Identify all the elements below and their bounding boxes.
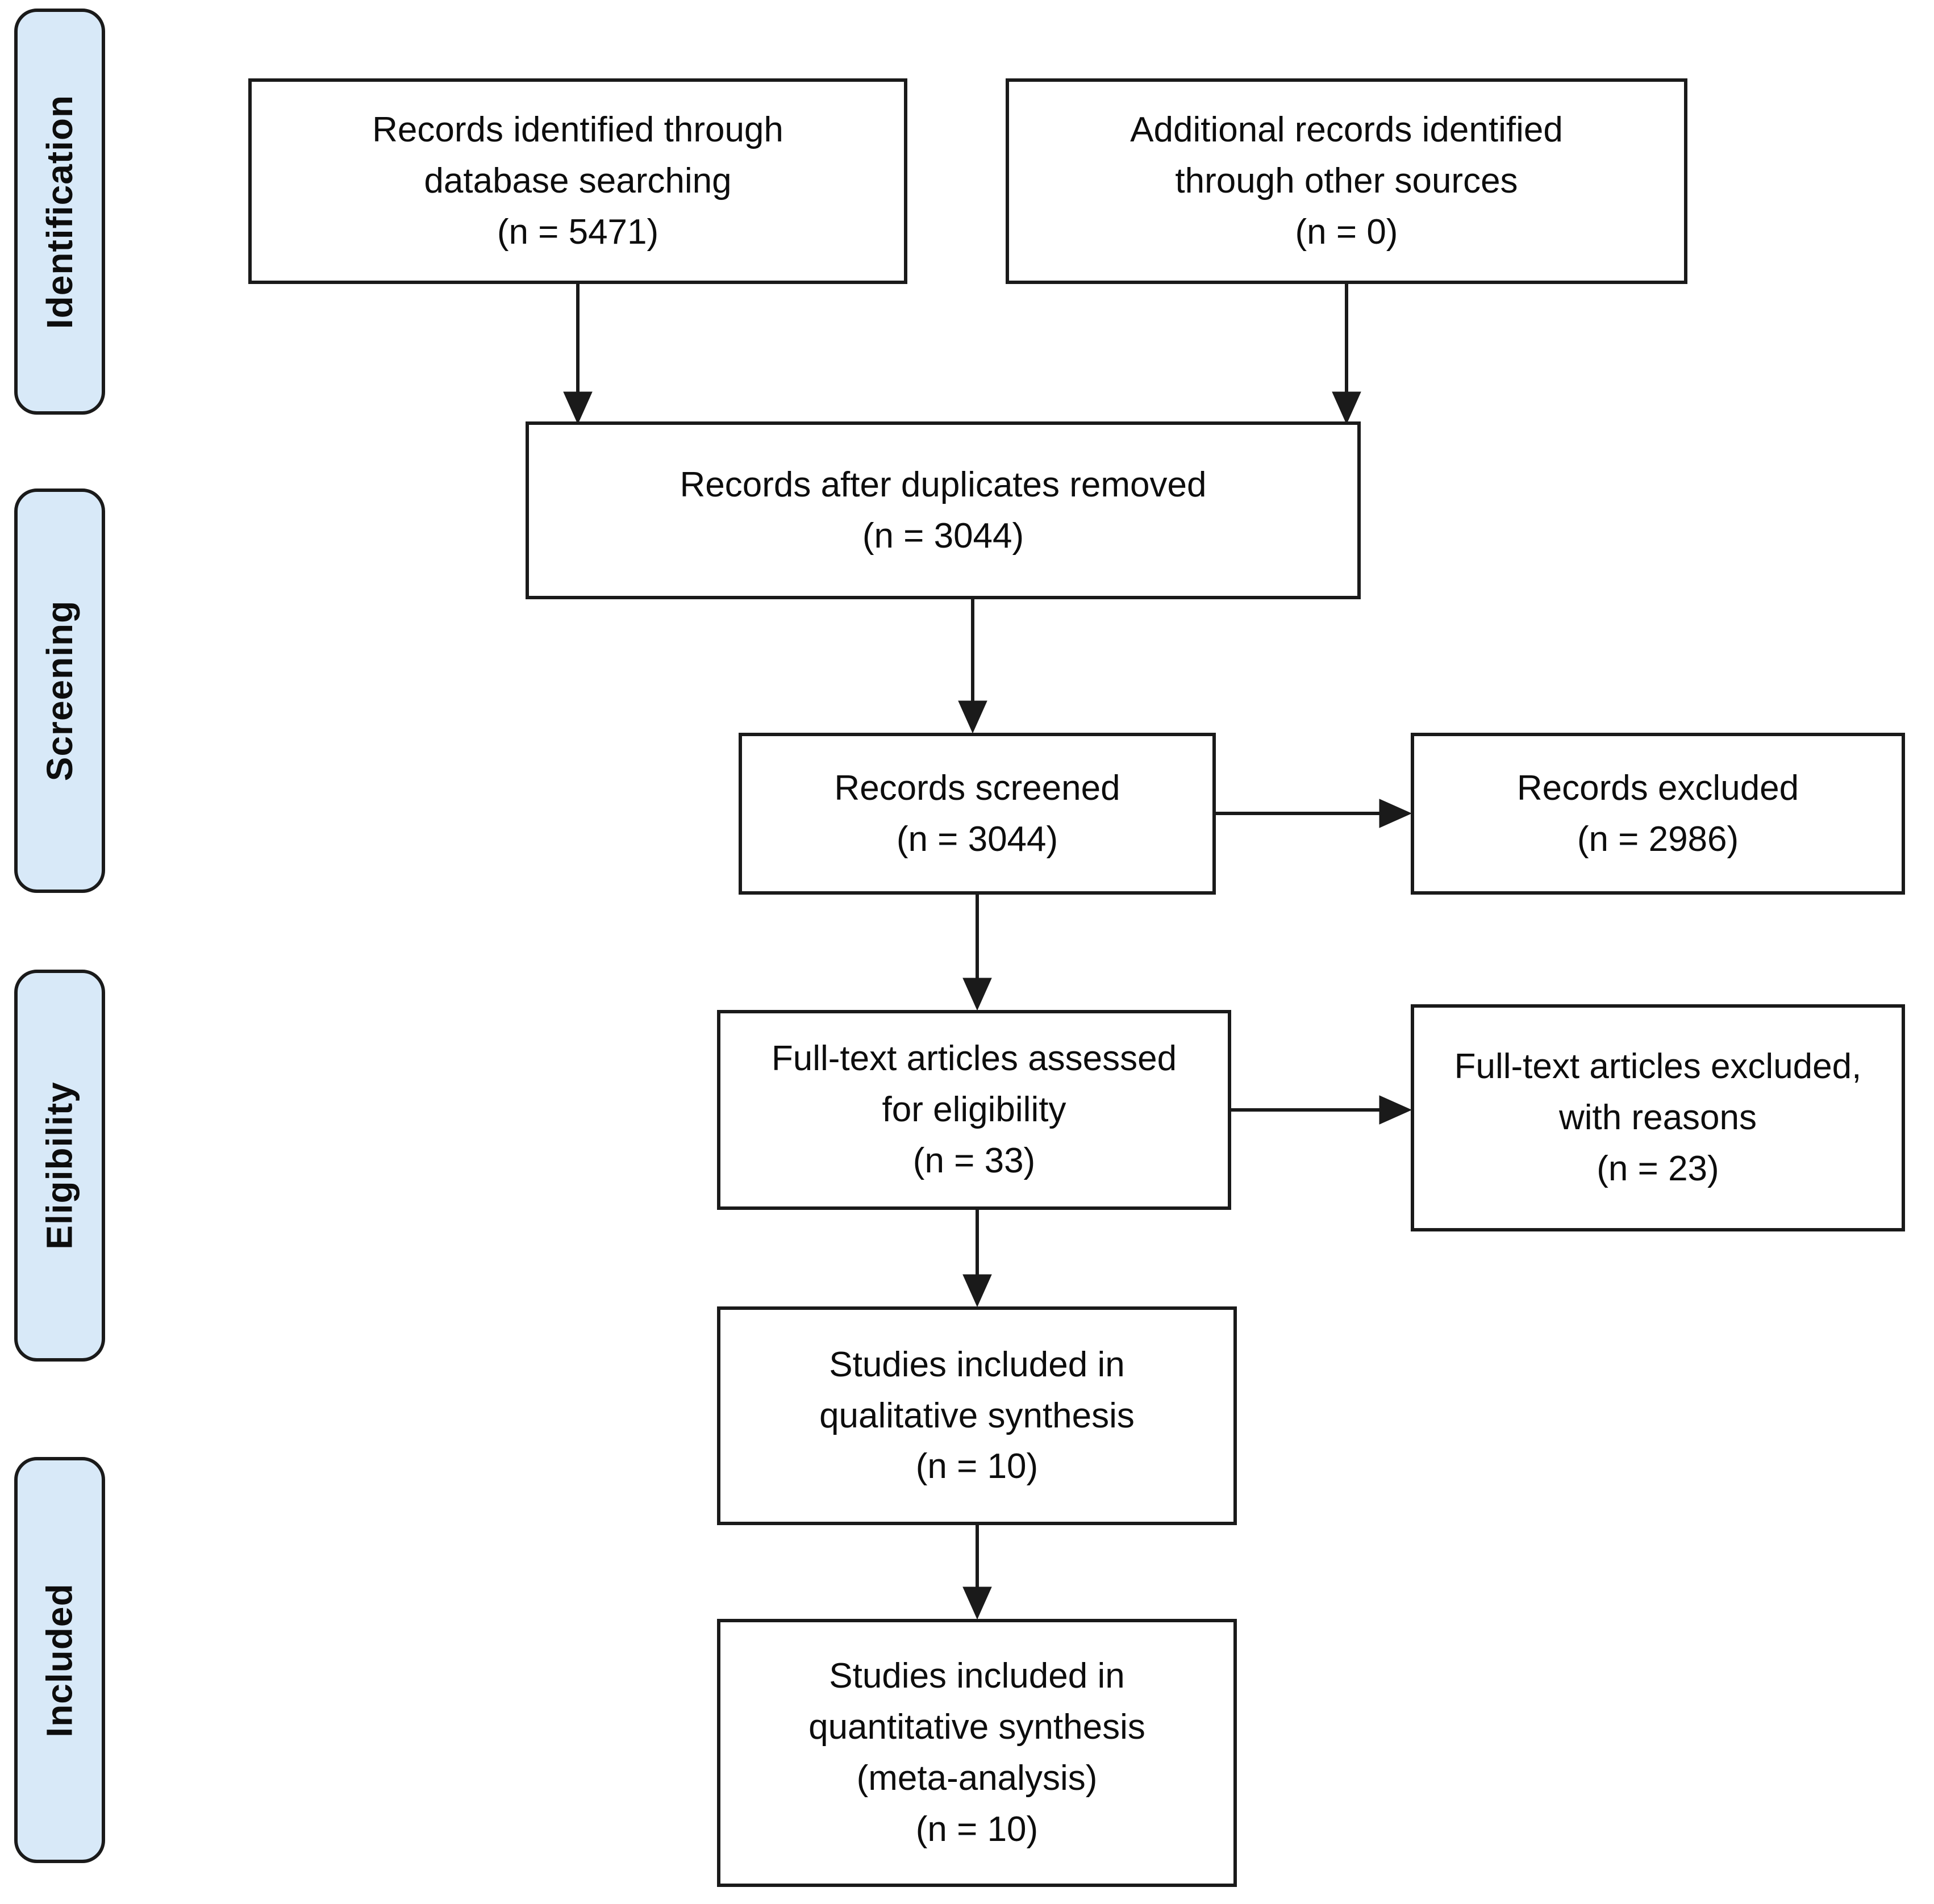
stage-pill-identification: Identification <box>14 9 105 415</box>
flow-box-fulltext-assessed: Full-text articles assessed for eligibil… <box>717 1010 1231 1210</box>
flow-box-duplicates-removed-text: Records after duplicates removed (n = 30… <box>680 465 1207 556</box>
flow-box-records-identified: Records identified through database sear… <box>248 78 907 284</box>
flow-box-quantitative-synthesis-text: Studies included in quantitative synthes… <box>808 1656 1145 1849</box>
stage-pill-eligibility: Eligibility <box>14 970 105 1362</box>
flow-box-quantitative-synthesis: Studies included in quantitative synthes… <box>717 1619 1237 1887</box>
stage-label-eligibility: Eligibility <box>39 1082 80 1250</box>
stage-label-identification: Identification <box>39 94 80 329</box>
flow-box-fulltext-excluded: Full-text articles excluded, with reason… <box>1411 1004 1905 1231</box>
arrow-screened-to-fulltext-assessed <box>962 895 992 1011</box>
flow-box-qualitative-synthesis-text: Studies included in qualitative synthesi… <box>819 1345 1135 1487</box>
flow-box-records-screened-text: Records screened (n = 3044) <box>834 768 1120 859</box>
arrow-identified-to-deduplicated <box>563 284 593 425</box>
flow-box-records-identified-text: Records identified through database sear… <box>372 110 783 252</box>
flow-box-additional-records: Additional records identified through ot… <box>1006 78 1687 284</box>
arrow-screened-to-records-excluded <box>1216 799 1412 828</box>
stage-label-screening: Screening <box>39 600 80 782</box>
stage-pill-included: Included <box>14 1457 105 1863</box>
arrow-qualitative-to-quantitative <box>962 1525 992 1620</box>
flow-box-fulltext-assessed-text: Full-text articles assessed for eligibil… <box>771 1039 1177 1180</box>
arrow-fulltext-assessed-to-qualitative <box>962 1210 992 1308</box>
flow-box-records-excluded: Records excluded (n = 2986) <box>1411 733 1905 895</box>
arrow-additional-to-deduplicated <box>1332 284 1361 425</box>
flow-box-records-excluded-text: Records excluded (n = 2986) <box>1516 768 1799 859</box>
stage-label-included: Included <box>39 1583 80 1738</box>
flow-box-duplicates-removed: Records after duplicates removed (n = 30… <box>526 421 1361 599</box>
arrow-deduplicated-to-screened <box>958 599 987 734</box>
flow-box-records-screened: Records screened (n = 3044) <box>739 733 1216 895</box>
flow-box-additional-records-text: Additional records identified through ot… <box>1130 110 1563 252</box>
stage-pill-screening: Screening <box>14 488 105 893</box>
arrow-fulltext-assessed-to-fulltext-excluded <box>1231 1095 1412 1125</box>
flow-box-fulltext-excluded-text: Full-text articles excluded, with reason… <box>1454 1047 1862 1188</box>
flow-box-qualitative-synthesis: Studies included in qualitative synthesi… <box>717 1306 1237 1525</box>
